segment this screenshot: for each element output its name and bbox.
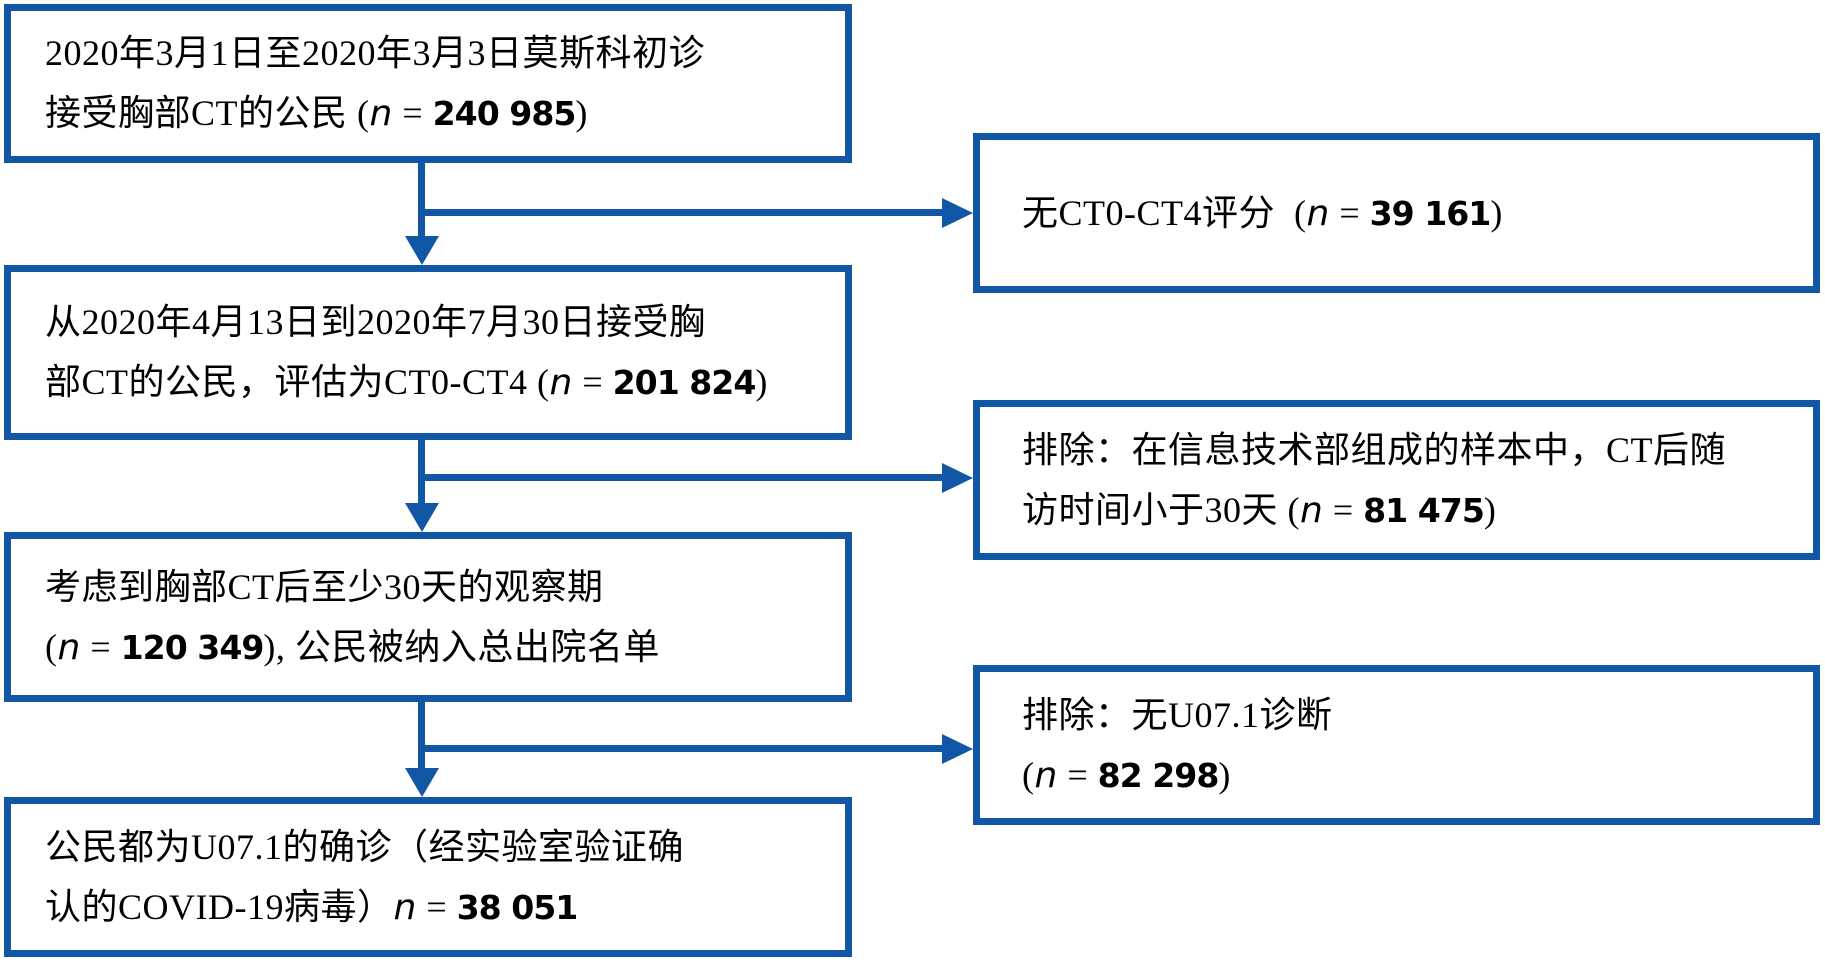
connector-3-vertical-line: [418, 700, 425, 773]
box-text-line: 认的COVID-19病毒）n = 38 051: [45, 886, 578, 928]
arrow-down-icon: [405, 236, 439, 265]
arrow-down-icon: [405, 768, 439, 797]
connector-2-branch-line: [418, 474, 943, 481]
box-text-line: 从2020年4月13日到2020年7月30日接受胸: [45, 302, 706, 342]
box-text-line: 访时间小于30天 (n = 81 475): [1022, 489, 1497, 531]
flow-box-excluded-short-followup: 排除：在信息技术部组成的样本中，CT后随 访时间小于30天 (n = 81 47…: [973, 400, 1820, 560]
flow-box-observation-cohort: 考虑到胸部CT后至少30天的观察期 (n = 120 349), 公民被纳入总出…: [4, 532, 852, 702]
arrow-right-icon: [942, 734, 973, 764]
box-text-line: (n = 120 349), 公民被纳入总出院名单: [45, 626, 660, 668]
connector-3-branch-line: [418, 745, 943, 752]
flow-box-confirmed-cohort: 公民都为U07.1的确诊（经实验室验证确 认的COVID-19病毒）n = 38…: [4, 797, 852, 957]
box-text-line: 考虑到胸部CT后至少30天的观察期: [45, 566, 604, 607]
arrow-right-icon: [942, 198, 973, 228]
flow-box-excluded-no-u071: 排除：无U07.1诊断 (n = 82 298): [973, 665, 1820, 825]
box-text-line: 无CT0-CT4评分 (n = 39 161): [1022, 192, 1503, 234]
box-text-line: (n = 82 298): [1022, 754, 1231, 796]
arrow-down-icon: [405, 503, 439, 532]
flow-box-scored-cohort: 从2020年4月13日到2020年7月30日接受胸 部CT的公民，评估为CT0-…: [4, 265, 852, 440]
box-text-line: 接受胸部CT的公民 (n = 240 985): [45, 93, 588, 134]
box-text-line: 2020年3月1日至2020年3月3日莫斯科初诊: [45, 33, 706, 73]
flow-box-initial-cohort: 2020年3月1日至2020年3月3日莫斯科初诊 接受胸部CT的公民 (n = …: [4, 4, 852, 163]
box-text-line: 部CT的公民，评估为CT0-CT4 (n = 201 824): [45, 362, 768, 403]
arrow-right-icon: [942, 463, 973, 493]
box-text-line: 排除：在信息技术部组成的样本中，CT后随: [1022, 429, 1727, 470]
box-text-line: 公民都为U07.1的确诊（经实验室验证确: [45, 826, 684, 867]
connector-1-branch-line: [418, 209, 943, 216]
box-text-line: 排除：无U07.1诊断: [1022, 694, 1333, 735]
flow-box-excluded-no-score: 无CT0-CT4评分 (n = 39 161): [973, 133, 1820, 293]
connector-1-vertical-line: [418, 163, 425, 241]
